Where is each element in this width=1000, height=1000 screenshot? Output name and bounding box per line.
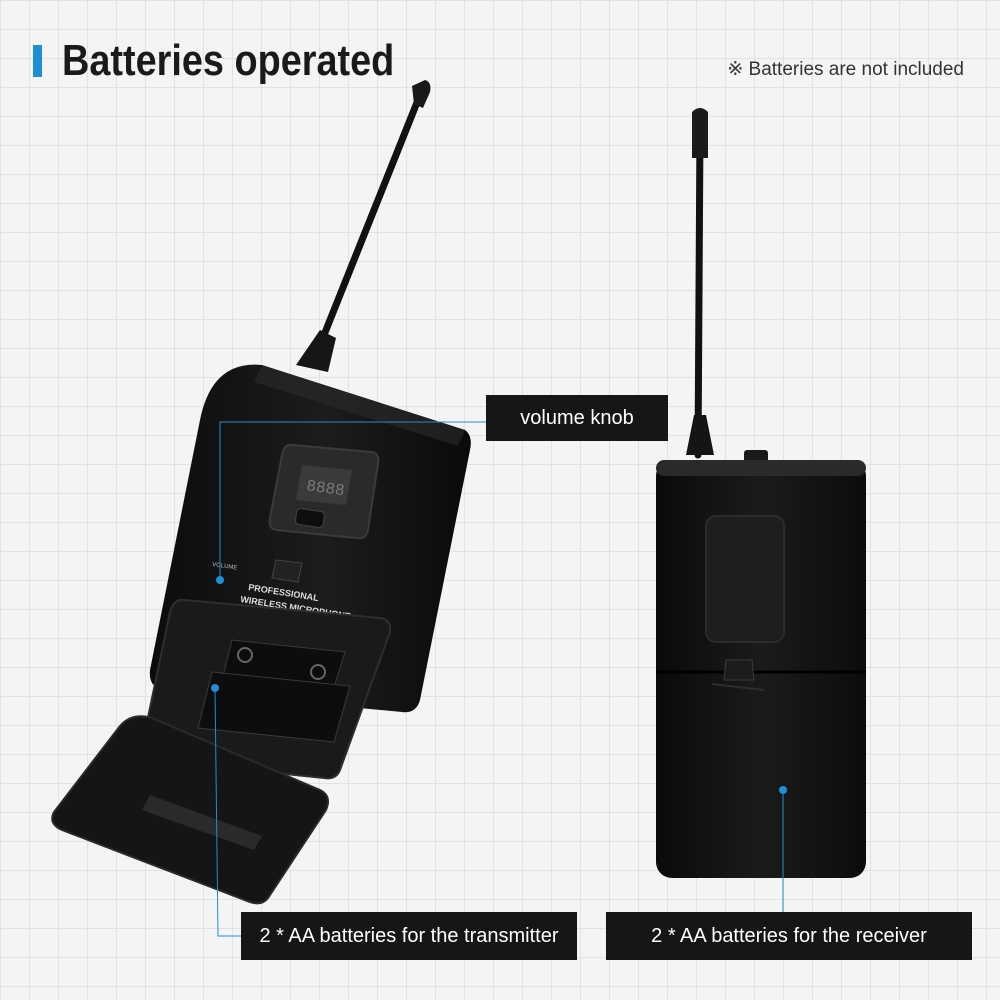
svg-text:8888: 8888 [305, 477, 346, 500]
transmitter-device: 8888 PROFESSIONAL WIRELESS MICROPHONE VO… [51, 80, 471, 905]
page-title: Batteries operated [62, 36, 395, 85]
transmitter-batteries-callout: 2 * AA batteries for the transmitter [241, 912, 577, 960]
volume-label: VOLUME [212, 562, 238, 571]
volume-knob-callout: volume knob [486, 395, 668, 441]
leader-lines [214, 421, 784, 937]
receiver-batteries-callout: 2 * AA batteries for the receiver [606, 912, 972, 960]
receiver-device [656, 108, 866, 878]
title-accent-bar [33, 45, 42, 77]
batteries-note: ※ Batteries are not included [727, 59, 964, 80]
volume-knob-leader [219, 421, 486, 580]
transmitter-leader [214, 687, 241, 937]
